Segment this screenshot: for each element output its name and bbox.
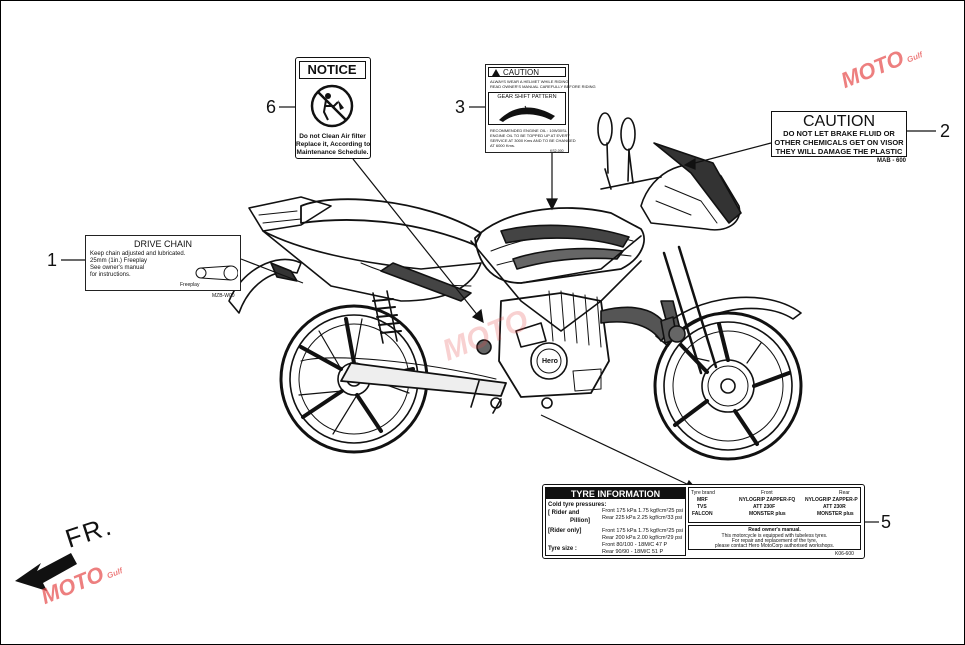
rider-pillion-label: Pillion] bbox=[570, 518, 590, 524]
notice-line: Do not Clean Air filter bbox=[299, 133, 366, 140]
hero-badge: Hero bbox=[542, 358, 558, 365]
front-wheel bbox=[653, 311, 803, 461]
engine bbox=[498, 290, 610, 398]
chain-icon bbox=[195, 265, 238, 281]
size-rear: Rear 90/90 - 18M/C 51 P bbox=[602, 549, 664, 555]
brand-cell: MONSTER plus bbox=[817, 511, 854, 517]
brand-cell: MONSTER plus bbox=[749, 511, 786, 517]
rider-pillion-label: [ Rider and bbox=[548, 510, 580, 516]
brand-cell: NYLOGRIP ZAPPER-P bbox=[805, 497, 858, 503]
notice-line: Replace it, According to bbox=[296, 141, 371, 148]
brand-header: Tyre brand bbox=[691, 490, 715, 496]
caution-visor-line: DO NOT LET BRAKE FLUID OR bbox=[783, 129, 895, 138]
caution-gear-code: KS2-000 bbox=[550, 149, 564, 153]
callout-6: 6 bbox=[266, 97, 277, 117]
drive-chain-line: See owner's manual bbox=[90, 265, 145, 271]
ro-rear-pressure: Rear 200 kPa 2.00 kgf/cm²29 psi bbox=[602, 535, 683, 541]
tyre-note: For repair and replacement of the tyre, bbox=[731, 538, 818, 544]
drive-chain-label: DRIVE CHAIN Keep chain adjusted and lubr… bbox=[85, 235, 241, 291]
no-clean-air-filter-icon bbox=[310, 84, 354, 128]
notice-header: NOTICE bbox=[299, 61, 366, 79]
tyre-note: please contact Hero MotoCorp authorised … bbox=[714, 543, 835, 549]
tyre-size-label: Tyre size : bbox=[548, 546, 577, 552]
gear-shift-box: GEAR SHIFT PATTERN bbox=[488, 92, 566, 125]
front-direction-arrow bbox=[15, 553, 77, 591]
caution-gear-header: CAUTION bbox=[488, 67, 566, 77]
freeplay-label: Freeplay bbox=[180, 282, 200, 288]
caution-visor-line: OTHER CHEMICALS GET ON VISOR bbox=[774, 138, 904, 147]
gear-shift-label: CAUTION ALWAYS WEAR A HELMET WHILE RIDIN… bbox=[485, 64, 596, 153]
tyre-info-header: TYRE INFORMATION bbox=[546, 488, 685, 499]
tyre-information-label: TYRE INFORMATION Cold tyre pressures: [ … bbox=[542, 484, 865, 559]
tyre-info-title: TYRE INFORMATION bbox=[570, 489, 661, 499]
tyre-brand-table: Tyre brand Front Rear MRF NYLOGRIP ZAPPE… bbox=[688, 487, 861, 523]
notice-line: Maintenance Schedule. bbox=[296, 149, 369, 156]
caution-visor-code: MAB - 600 bbox=[877, 158, 907, 164]
gear-shift-title: GEAR SHIFT PATTERN bbox=[497, 94, 557, 100]
tyre-note: This motorcycle is equipped with tubeles… bbox=[721, 533, 828, 539]
tyre-code: K06-600 bbox=[835, 551, 854, 557]
caution-visor-title: CAUTION bbox=[803, 113, 875, 130]
callout-2: 2 bbox=[940, 121, 951, 141]
oil-line: SERVICE AT 3000 Kms AND TO BE CHANGED bbox=[490, 138, 576, 143]
caution-gear-title: CAUTION bbox=[503, 68, 539, 77]
brand-cell: FALCON bbox=[692, 511, 713, 517]
oil-line: AT 6000 Kms. bbox=[490, 143, 515, 148]
size-front: Front 80/100 - 18M/C 47 P bbox=[602, 542, 668, 548]
drive-chain-line: Keep chain adjusted and lubricated. bbox=[90, 251, 186, 257]
caution-visor-label: CAUTION DO NOT LET BRAKE FLUID OR OTHER … bbox=[771, 111, 907, 157]
drive-chain-line: 25mm (1in.) Freeplay bbox=[90, 258, 148, 264]
tyre-pressure-panel: TYRE INFORMATION Cold tyre pressures: [ … bbox=[545, 487, 686, 556]
notice-label: NOTICE Do not Clean Air filter Replace i… bbox=[295, 57, 371, 159]
rp-rear-pressure: Rear 225 kPa 2.25 kgf/cm²33 psi bbox=[602, 515, 683, 521]
brand-cell: MRF bbox=[697, 497, 708, 503]
rider-only-label: [Rider only] bbox=[548, 528, 582, 534]
ro-front-pressure: Front 175 kPa 1.75 kgf/cm²25 psi bbox=[602, 528, 684, 534]
brand-cell: ATT 230F bbox=[753, 504, 776, 510]
oil-line: RECOMMENDED ENGINE OIL : 10W30SL bbox=[490, 128, 567, 133]
brand-cell: NYLOGRIP ZAPPER-FQ bbox=[739, 497, 796, 503]
cold-tyre-pressures: Cold tyre pressures: bbox=[548, 502, 607, 508]
brand-cell: TVS bbox=[697, 504, 707, 510]
callout-3: 3 bbox=[455, 97, 466, 117]
callout-1: 1 bbox=[47, 250, 58, 270]
callout-5: 5 bbox=[881, 512, 892, 532]
drive-chain-title: DRIVE CHAIN bbox=[133, 239, 192, 249]
brand-header: Front bbox=[761, 490, 773, 496]
brand-cell: ATT 230R bbox=[823, 504, 846, 510]
warning-triangle-icon bbox=[492, 69, 500, 76]
notice-title: NOTICE bbox=[307, 62, 357, 77]
tyre-note: Read owner's manual. bbox=[748, 527, 801, 533]
brand-header: Rear bbox=[839, 490, 850, 496]
tyre-notes-panel: Read owner's manual. This motorcycle is … bbox=[688, 525, 861, 550]
caution-gear-line: ALWAYS WEAR A HELMET WHILE RIDING bbox=[490, 79, 569, 84]
oil-line: ENGINE OIL TO BE TOPPED UP AT EVERY bbox=[490, 133, 570, 138]
drive-chain-code: MZB-W00 bbox=[212, 293, 235, 299]
caution-visor-line: THEY WILL DAMAGE THE PLASTIC bbox=[775, 147, 903, 156]
drive-chain-line: for instructions. bbox=[90, 272, 131, 278]
caution-gear-line: READ OWNER'S MANUAL CAREFULLY BEFORE RID… bbox=[490, 84, 596, 89]
gear-shift-pattern-icon bbox=[499, 105, 555, 122]
rp-front-pressure: Front 175 kPa 1.75 kgf/cm²25 psi bbox=[602, 508, 684, 514]
